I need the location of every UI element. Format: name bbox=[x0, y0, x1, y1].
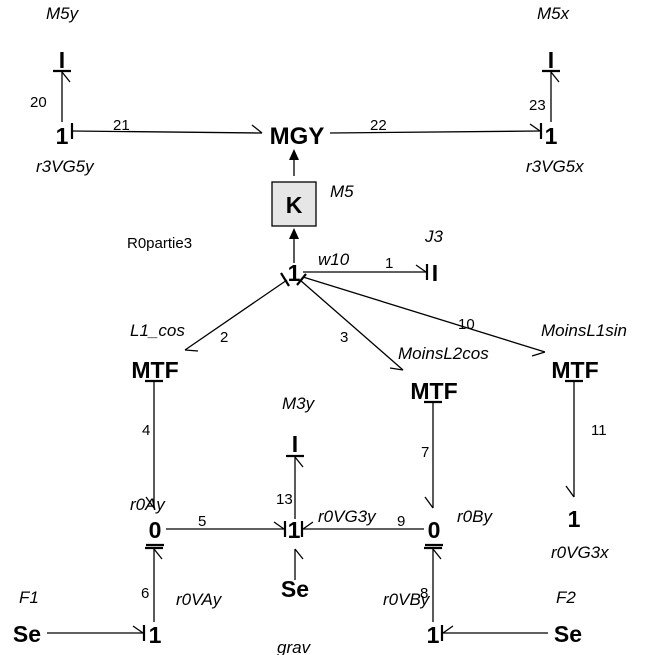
one-junction-r0vay[interactable]: 1 bbox=[149, 622, 162, 648]
label-r0by: r0By bbox=[457, 507, 493, 526]
label-f1: F1 bbox=[19, 588, 39, 607]
bond-9[interactable] bbox=[300, 521, 424, 537]
bond-3[interactable] bbox=[296, 273, 404, 371]
bond-number-20: 20 bbox=[30, 94, 47, 111]
one-junction-r0vg3x[interactable]: 1 bbox=[568, 506, 581, 532]
bond-f2[interactable] bbox=[440, 625, 548, 641]
k-element[interactable]: K bbox=[286, 192, 303, 218]
label-w10: w10 bbox=[318, 250, 350, 269]
bond-grav[interactable] bbox=[294, 548, 304, 580]
bond-number-10: 10 bbox=[458, 316, 475, 333]
mtf-left[interactable]: MTF bbox=[131, 357, 178, 383]
one-junction-center[interactable]: 1 bbox=[288, 260, 301, 286]
bond-number-5: 5 bbox=[198, 513, 206, 530]
label-moinsl1sin: MoinsL1sin bbox=[541, 321, 627, 340]
one-junction-top-left[interactable]: 1 bbox=[56, 123, 69, 149]
bond-20[interactable] bbox=[53, 69, 71, 122]
k-block[interactable] bbox=[271, 181, 317, 227]
label-r0vby: r0VBy bbox=[383, 590, 431, 609]
bond-5[interactable] bbox=[166, 521, 287, 537]
bond-number-8: 8 bbox=[420, 585, 428, 602]
bond-number-4: 4 bbox=[142, 422, 150, 439]
label-f2: F2 bbox=[556, 588, 576, 607]
bond-21[interactable] bbox=[70, 123, 263, 139]
one-junction-bottom-center[interactable]: 1 bbox=[288, 517, 301, 543]
bond-4[interactable] bbox=[145, 379, 163, 509]
bond-number-9: 9 bbox=[397, 513, 405, 530]
label-r0vay: r0VAy bbox=[176, 590, 223, 609]
signal-k-to-mgy[interactable] bbox=[289, 149, 299, 176]
zero-junction-right[interactable]: 0 bbox=[428, 517, 441, 543]
label-r3vg5y: r3VG5y bbox=[36, 157, 95, 176]
bond-11[interactable] bbox=[565, 379, 583, 498]
se-gravity[interactable]: Se bbox=[281, 576, 309, 602]
label-r0ay: r0Ay bbox=[130, 495, 166, 514]
bond-number-13: 13 bbox=[276, 491, 293, 508]
i-m5y[interactable]: I bbox=[59, 47, 65, 73]
bond-number-23: 23 bbox=[529, 97, 546, 114]
label-l1-cos: L1_cos bbox=[130, 321, 185, 340]
bond-8[interactable] bbox=[424, 546, 442, 622]
bond-7[interactable] bbox=[424, 400, 442, 509]
label-m5y: M5y bbox=[46, 4, 80, 23]
bond-number-6: 6 bbox=[141, 585, 149, 602]
mtf-right[interactable]: MTF bbox=[551, 357, 598, 383]
bond-10[interactable] bbox=[302, 276, 546, 357]
bond-number-7: 7 bbox=[421, 444, 429, 461]
i-j3[interactable]: I bbox=[432, 260, 438, 286]
se-f1[interactable]: Se bbox=[13, 621, 41, 647]
mgy-element[interactable]: MGY bbox=[270, 123, 325, 150]
label-m5x: M5x bbox=[537, 4, 570, 23]
bond-23[interactable] bbox=[542, 69, 560, 122]
bond-number-3: 3 bbox=[340, 329, 348, 346]
label-j3: J3 bbox=[424, 227, 444, 246]
label-r3vg5x: r3VG5x bbox=[526, 157, 584, 176]
one-junction-r0vby[interactable]: 1 bbox=[427, 622, 440, 648]
label-r0vg3y: r0VG3y bbox=[318, 507, 377, 526]
label-m3y: M3y bbox=[282, 394, 316, 413]
signal-one-to-k[interactable] bbox=[289, 228, 299, 263]
mtf-middle[interactable]: MTF bbox=[410, 378, 457, 404]
bond-number-11: 11 bbox=[591, 422, 607, 439]
bond-number-22: 22 bbox=[370, 117, 387, 134]
label-moinsl2cos: MoinsL2cos bbox=[398, 344, 489, 363]
bond-6[interactable] bbox=[145, 546, 163, 622]
bond-number-21: 21 bbox=[113, 117, 130, 134]
one-junction-top-right[interactable]: 1 bbox=[545, 123, 558, 149]
bond-2[interactable] bbox=[184, 272, 290, 352]
bond-number-1: 1 bbox=[385, 255, 393, 272]
bond-f1[interactable] bbox=[47, 625, 146, 641]
bond-number-2: 2 bbox=[220, 329, 228, 346]
zero-junction-left[interactable]: 0 bbox=[149, 517, 162, 543]
bond-22[interactable] bbox=[329, 123, 543, 139]
bond-1[interactable] bbox=[303, 264, 429, 280]
label-grav: grav bbox=[277, 638, 312, 655]
label-r0partie3: R0partie3 bbox=[127, 235, 192, 252]
bond-13[interactable] bbox=[286, 454, 304, 519]
label-m5: M5 bbox=[330, 182, 354, 201]
se-f2[interactable]: Se bbox=[554, 621, 582, 647]
i-m3y[interactable]: I bbox=[292, 431, 298, 457]
label-r0vg3x: r0VG3x bbox=[551, 543, 609, 562]
i-m5x[interactable]: I bbox=[548, 47, 554, 73]
